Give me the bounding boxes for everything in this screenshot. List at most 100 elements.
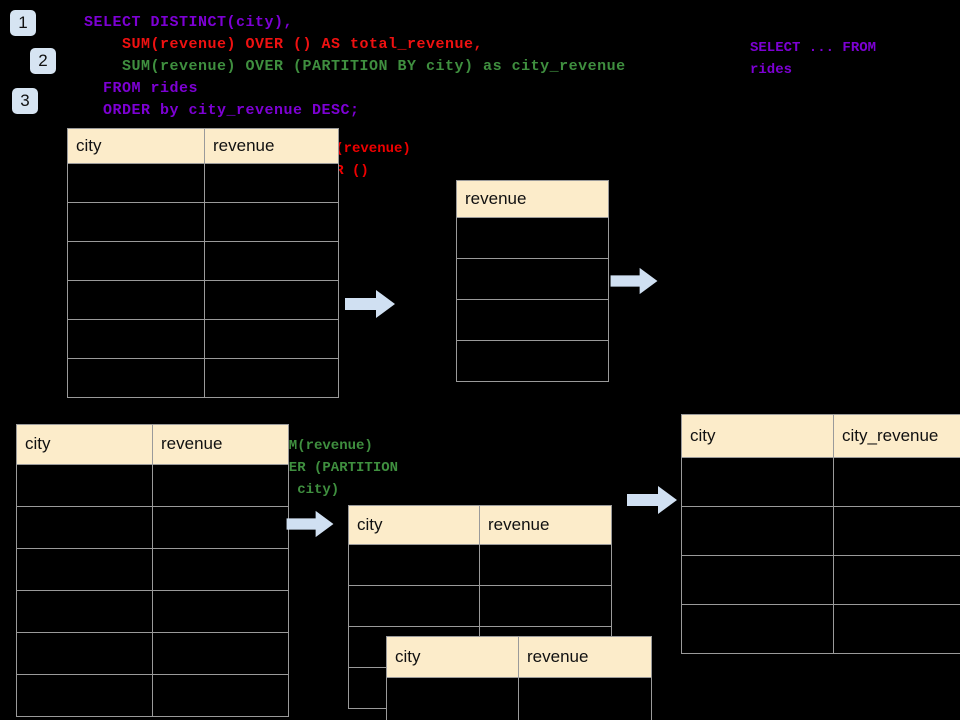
table-cell-empty (456, 340, 609, 382)
table-row (67, 358, 339, 398)
table-row (67, 319, 339, 359)
table-cell-empty (152, 506, 289, 549)
table-cell-empty (16, 632, 153, 675)
table-cell-empty (518, 677, 652, 720)
table-cell-empty (833, 457, 960, 507)
arrow-right-icon (627, 486, 677, 514)
column-header-city: city (67, 128, 205, 164)
arrow-partition-to-result (627, 484, 677, 516)
table-row (16, 464, 289, 507)
table-cell-empty (152, 590, 289, 633)
table-cell-empty (833, 604, 960, 654)
table-row (681, 555, 960, 605)
column-header-revenue: revenue (518, 636, 652, 678)
arrow-total-to-result (610, 266, 658, 296)
table-cell-empty (204, 358, 339, 398)
table-cell-empty (456, 258, 609, 300)
step-badge-1: 1 (10, 10, 36, 36)
table-row (386, 677, 652, 720)
table-cell-empty (833, 506, 960, 556)
arrow-right-icon (345, 290, 395, 318)
table-row (67, 163, 339, 203)
table-row (681, 506, 960, 556)
table-cell-empty (479, 585, 612, 627)
table-cell-empty (204, 163, 339, 203)
table-total-revenue: revenue (456, 180, 609, 382)
sql-line-3: SUM(revenue) OVER (PARTITION BY city) as… (84, 58, 626, 75)
table-row (348, 585, 612, 627)
sql-line-5: ORDER by city_revenue DESC; (84, 102, 360, 119)
arrow-right-icon (610, 267, 658, 295)
table-cell-empty (67, 319, 205, 359)
table-cell-empty (833, 555, 960, 605)
table-header-row: revenue (456, 180, 609, 218)
step-badge-3: 3 (12, 88, 38, 114)
step-badge-2: 2 (30, 48, 56, 74)
annot-select-from-rides: SELECT ... FROM rides (750, 40, 877, 78)
table-cell-empty (681, 555, 834, 605)
column-header-city: city (16, 424, 153, 465)
table-row (16, 506, 289, 549)
column-header-revenue: revenue (204, 128, 339, 164)
table-row (67, 280, 339, 320)
table-row (16, 632, 289, 675)
table-cell-empty (348, 585, 480, 627)
table-row (67, 241, 339, 281)
table-row (16, 590, 289, 633)
column-header-city: city (386, 636, 519, 678)
table-row (456, 299, 609, 341)
table-cell-empty (348, 544, 480, 586)
column-header-revenue: revenue (456, 180, 609, 218)
table-cell-empty (204, 241, 339, 281)
table-cell-empty (67, 202, 205, 242)
sql-line-1: SELECT DISTINCT(city), (84, 14, 294, 31)
table-cell-empty (67, 280, 205, 320)
column-header-city: city (681, 414, 834, 458)
column-header-revenue: revenue (152, 424, 289, 465)
table-cell-empty (204, 319, 339, 359)
arrow-right-icon (286, 510, 334, 538)
table-cell-empty (681, 506, 834, 556)
table-row (67, 202, 339, 242)
column-header-city_revenue: city_revenue (833, 414, 960, 458)
table-row (16, 548, 289, 591)
column-header-revenue: revenue (479, 505, 612, 545)
table-row (16, 674, 289, 717)
table-cell-empty (16, 548, 153, 591)
table-cell-empty (456, 299, 609, 341)
table-cell-empty (67, 163, 205, 203)
table-row (681, 457, 960, 507)
table-cell-empty (152, 464, 289, 507)
table-cell-empty (204, 280, 339, 320)
table-row (348, 544, 612, 586)
table-cell-empty (16, 674, 153, 717)
sql-line-2: SUM(revenue) OVER () AS total_revenue, (84, 36, 484, 53)
arrow-source-to-partition (285, 509, 335, 539)
table-cell-empty (16, 506, 153, 549)
table-cell-empty (681, 457, 834, 507)
table-row (456, 217, 609, 259)
table-cell-empty (16, 590, 153, 633)
table-cell-empty (67, 241, 205, 281)
column-header-city: city (348, 505, 480, 545)
table-cell-empty (386, 677, 519, 720)
table-cell-empty (67, 358, 205, 398)
table-cell-empty (456, 217, 609, 259)
annot-sum-over-partition: SUM(revenue) OVER (PARTITION BY city) (272, 438, 399, 498)
table-cell-empty (152, 548, 289, 591)
table-row (456, 258, 609, 300)
table-cell-empty (681, 604, 834, 654)
table-cell-empty (152, 632, 289, 675)
table-row (681, 604, 960, 654)
table-cell-empty (16, 464, 153, 507)
